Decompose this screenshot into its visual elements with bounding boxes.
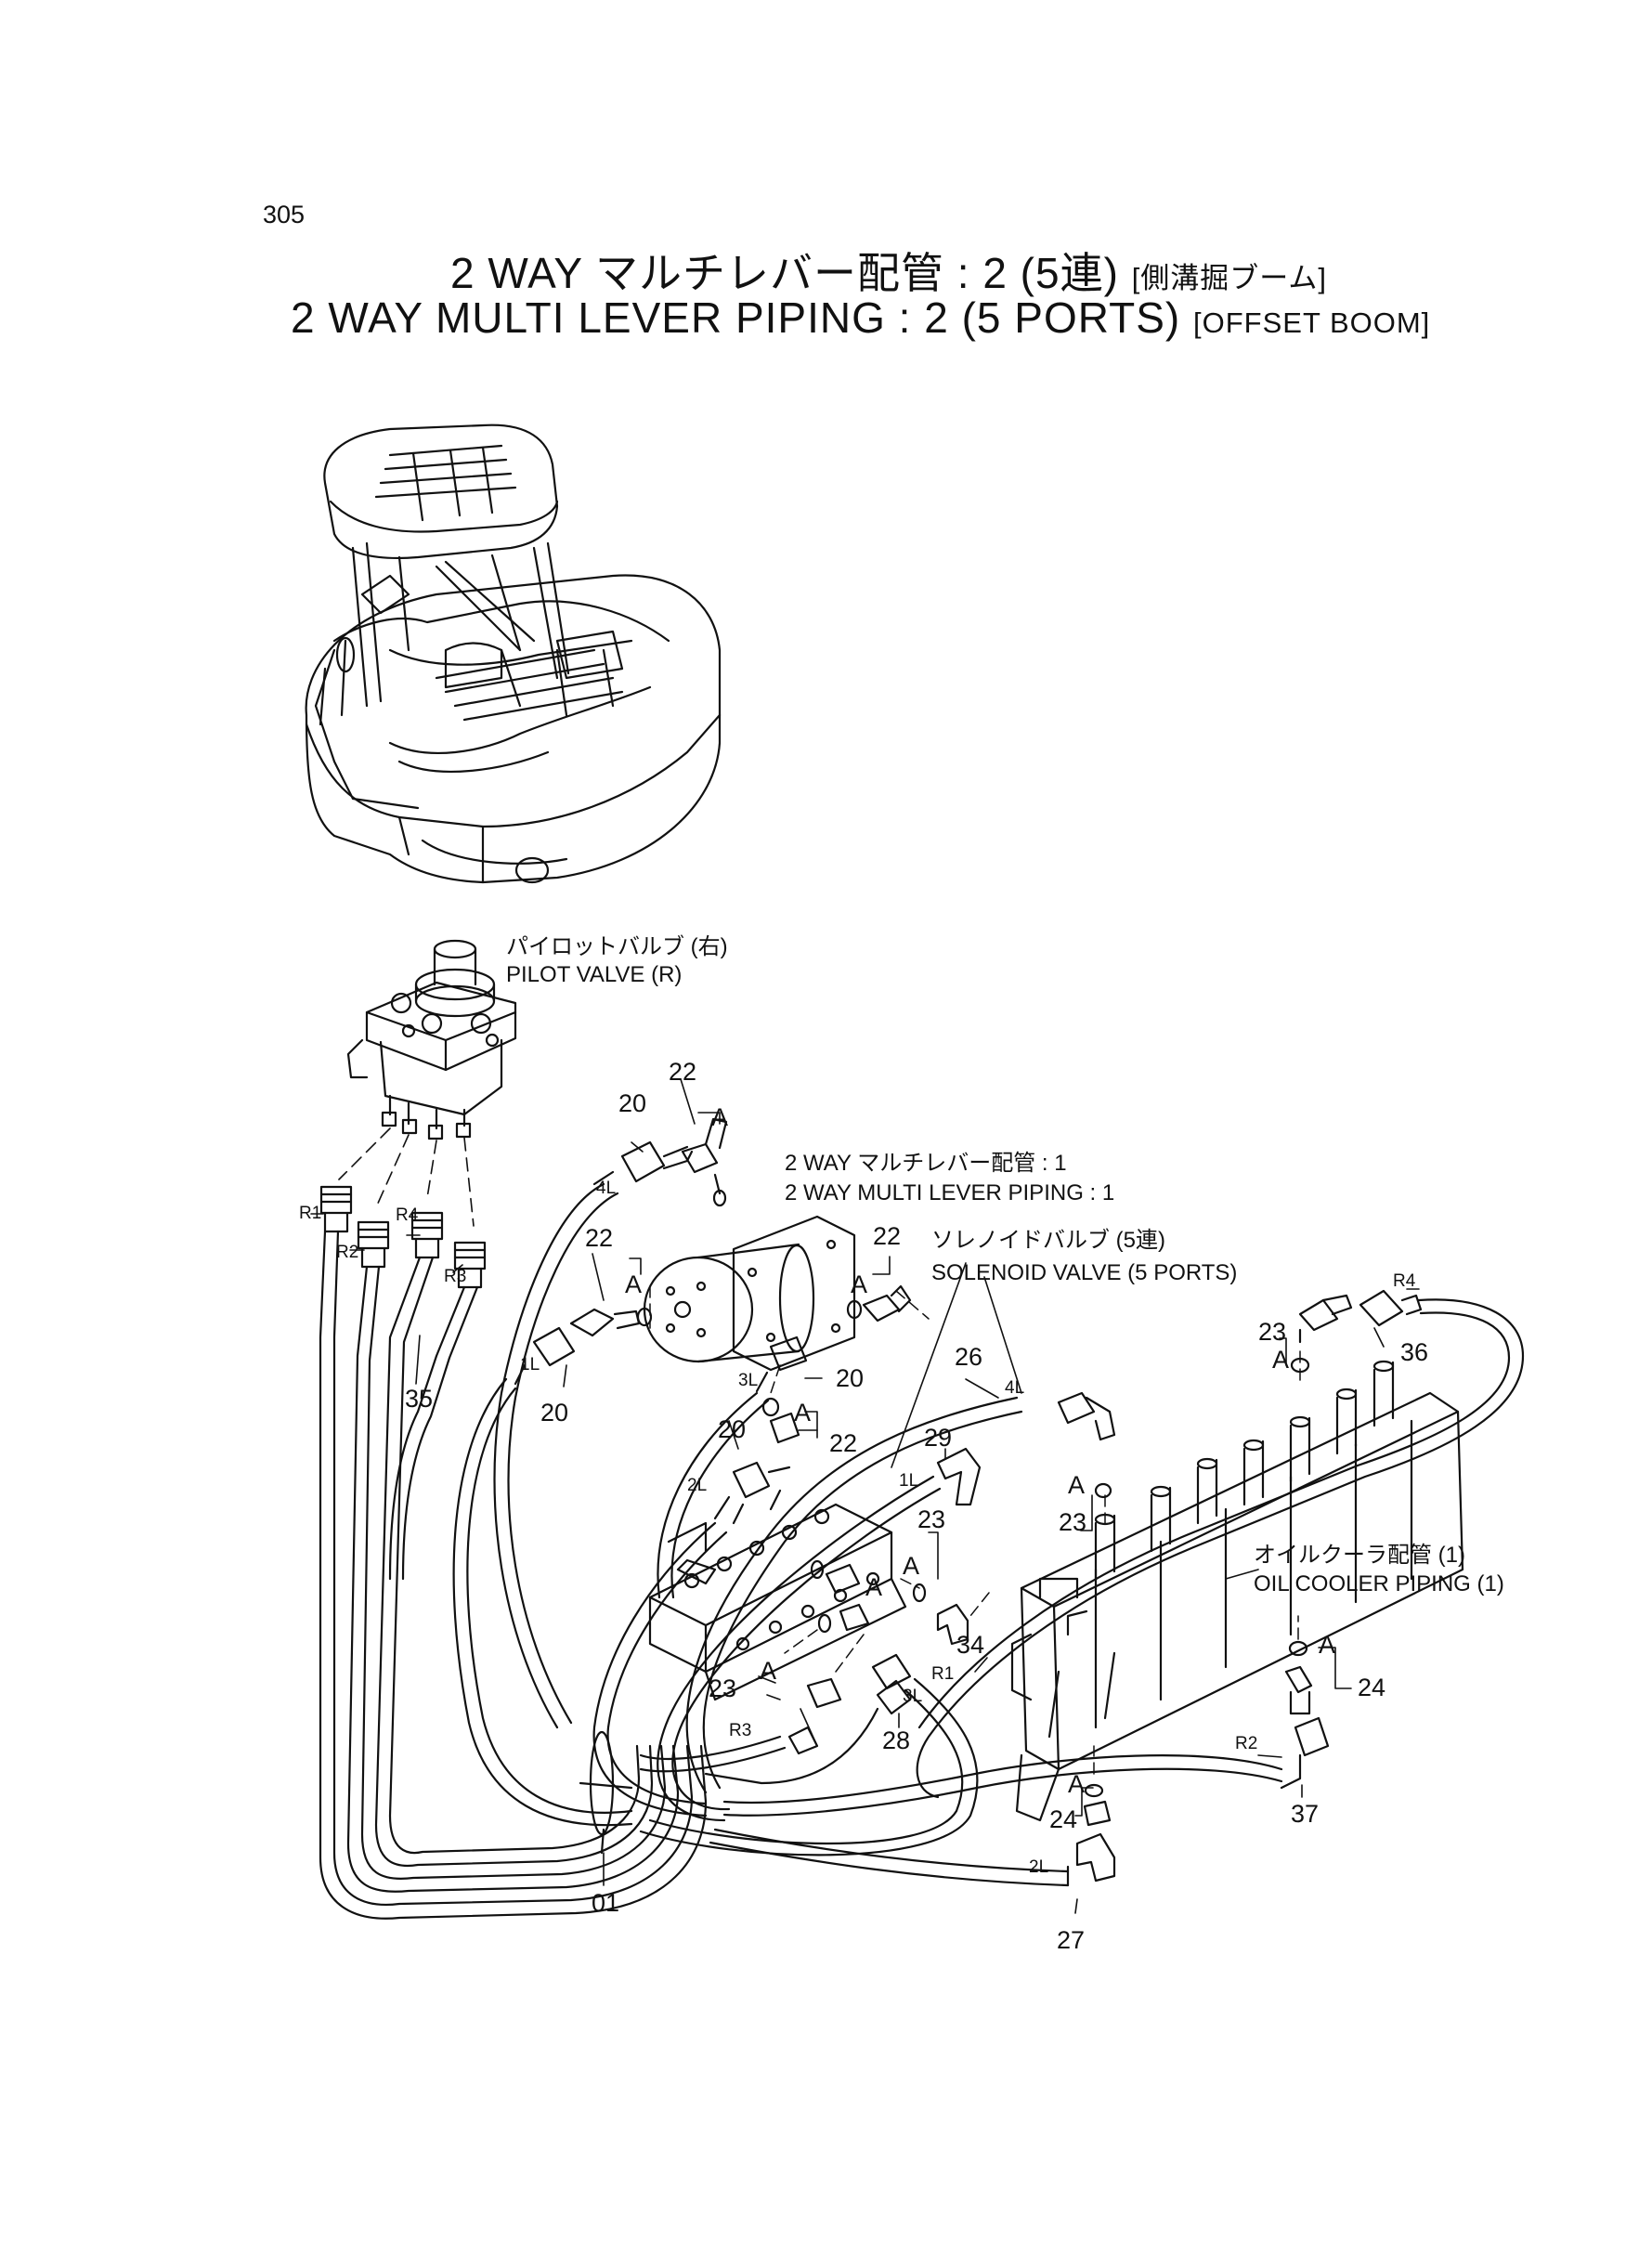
fitting-28 — [871, 1653, 912, 1715]
label-oil-cooler-en: OIL COOLER PIPING (1) — [1254, 1571, 1504, 1596]
fitting-22-left — [569, 1307, 653, 1337]
hose-2L — [592, 1521, 728, 1818]
hose-26 — [685, 1396, 1023, 1794]
pilot-valve — [346, 939, 517, 1140]
hose-r3 — [639, 1735, 787, 1773]
hose-bundle-35 — [319, 1230, 708, 1920]
port-mark-1l-left: 1L — [520, 1355, 540, 1375]
hose-36 — [916, 1298, 1525, 1799]
part-number-23-mid: 23 — [917, 1505, 945, 1533]
a-mark-right: A — [851, 1270, 867, 1298]
port-mark-r2: R2 — [1235, 1734, 1257, 1753]
fitting-20-2L — [713, 1461, 791, 1520]
title-english: 2 WAY MULTI LEVER PIPING : 2 (5 PORTS) [… — [291, 293, 1430, 343]
title-english-main: 2 WAY MULTI LEVER PIPING : 2 (5 PORTS) — [291, 293, 1181, 342]
fitting-20-3L — [755, 1335, 808, 1393]
hose-1L — [452, 1377, 633, 1827]
a-mark-oil-cooler: A — [1319, 1631, 1335, 1659]
part-number-29: 29 — [924, 1424, 952, 1452]
port-mark-r3-lower: R3 — [729, 1721, 751, 1740]
a-mark-mid: A — [903, 1552, 919, 1580]
a-mark-3l: A — [794, 1399, 811, 1427]
port-mark-r1-right: R1 — [931, 1664, 954, 1684]
part-number-35: 35 — [405, 1385, 433, 1413]
hose-27 — [709, 1828, 1070, 1887]
title-japanese-bracket: [側溝掘ブーム] — [1131, 262, 1327, 294]
fitting-29-elbow — [936, 1447, 982, 1506]
hose-4L — [493, 1182, 619, 1729]
part-number-28: 28 — [882, 1726, 910, 1754]
port-mark-r4-right: R4 — [1393, 1271, 1416, 1291]
part-number-22-right: 22 — [873, 1222, 901, 1250]
part-number-22-top: 22 — [669, 1058, 696, 1086]
page-number: 305 — [263, 201, 306, 228]
hose-clamp-01 — [579, 1730, 633, 1855]
port-mark-3l-top: 3L — [738, 1371, 758, 1390]
fitting-24-lower — [1083, 1783, 1112, 1827]
part-number-23-top-right: 23 — [1258, 1318, 1286, 1346]
title-english-bracket: [OFFSET BOOM] — [1193, 306, 1431, 339]
title-japanese-main: 2 WAY マルチレバー配管 : 2 (5連) — [450, 249, 1119, 297]
part-number-23-low: 23 — [709, 1674, 736, 1702]
port-mark-4l-right: 4L — [1005, 1378, 1024, 1398]
label-multi-lever-en: 2 WAY MULTI LEVER PIPING : 1 — [785, 1180, 1114, 1205]
pilot-fittings — [319, 1185, 487, 1289]
fitting-37 — [1280, 1716, 1330, 1790]
part-number-22-3L: 22 — [829, 1429, 857, 1457]
part-number-24-right: 24 — [1358, 1674, 1385, 1701]
title-japanese: 2 WAY マルチレバー配管 : 2 (5連) [側溝掘ブーム] — [450, 240, 1327, 301]
fitting-27 — [1066, 1832, 1116, 1887]
fitting-24-right — [1284, 1640, 1313, 1715]
label-pilot-valve-jp: パイロットバルブ (右) — [506, 934, 728, 959]
port-mark-r4-pilot: R4 — [396, 1205, 419, 1225]
fitting-22-3L — [761, 1397, 800, 1444]
port-mark-2l: 2L — [687, 1476, 707, 1495]
part-number-22-left: 22 — [585, 1224, 613, 1252]
a-mark-left: A — [625, 1270, 642, 1298]
hose-34 — [639, 1677, 979, 1857]
a-mark-block: A — [865, 1573, 882, 1601]
hose-28 — [704, 1707, 879, 1785]
part-number-34: 34 — [956, 1631, 984, 1659]
port-mark-r1-pilot: R1 — [299, 1204, 321, 1223]
fitting-23-mid — [912, 1583, 969, 1646]
label-oil-cooler-jp: オイルクーラ配管 (1) — [1254, 1543, 1465, 1568]
fitting-22-top — [681, 1117, 728, 1207]
port-mark-3l-lower: 3L — [903, 1687, 922, 1706]
fitting-23-4L — [1057, 1391, 1116, 1499]
part-number-27: 27 — [1057, 1926, 1085, 1954]
label-solenoid-en: SOLENOID VALVE (5 PORTS) — [931, 1260, 1237, 1285]
hose-29 — [657, 1475, 942, 1822]
a-mark-4l: A — [1068, 1471, 1085, 1499]
port-mark-2l-lower: 2L — [1029, 1857, 1048, 1877]
port-mark-1l-right: 1L — [899, 1471, 918, 1491]
part-number-24-lower: 24 — [1049, 1805, 1077, 1833]
port-mark-r2-pilot: R2 — [336, 1243, 358, 1262]
part-number-26: 26 — [955, 1343, 982, 1371]
port-mark-4l-top: 4L — [596, 1179, 616, 1198]
label-solenoid-jp: ソレノイドバルブ (5連) — [931, 1228, 1165, 1253]
a-mark-low: A — [760, 1657, 776, 1685]
part-number-20-2L: 20 — [718, 1415, 746, 1443]
excavator-illustration — [305, 423, 722, 884]
label-multi-lever-jp: 2 WAY マルチレバー配管 : 1 — [785, 1151, 1067, 1176]
control-valve-bank — [1010, 1360, 1464, 1822]
part-number-01: 01 — [592, 1889, 619, 1917]
part-number-20-1L: 20 — [540, 1399, 568, 1427]
a-mark-lower: A — [1068, 1770, 1085, 1798]
part-number-20-top: 20 — [618, 1089, 646, 1117]
label-pilot-valve-en: PILOT VALVE (R) — [506, 962, 682, 987]
fitting-36 — [1359, 1289, 1423, 1327]
a-mark-top: A — [711, 1103, 728, 1131]
solenoid-valve — [643, 1215, 856, 1372]
port-mark-r3-pilot: R3 — [444, 1267, 466, 1286]
a-mark-top-right: A — [1272, 1346, 1289, 1374]
part-number-37: 37 — [1291, 1800, 1319, 1828]
part-number-23-4L: 23 — [1059, 1508, 1086, 1536]
part-number-20-3L: 20 — [836, 1364, 864, 1392]
part-number-36: 36 — [1400, 1338, 1428, 1366]
hose-37 — [722, 1754, 1283, 1817]
hose-3L — [657, 1391, 770, 1599]
